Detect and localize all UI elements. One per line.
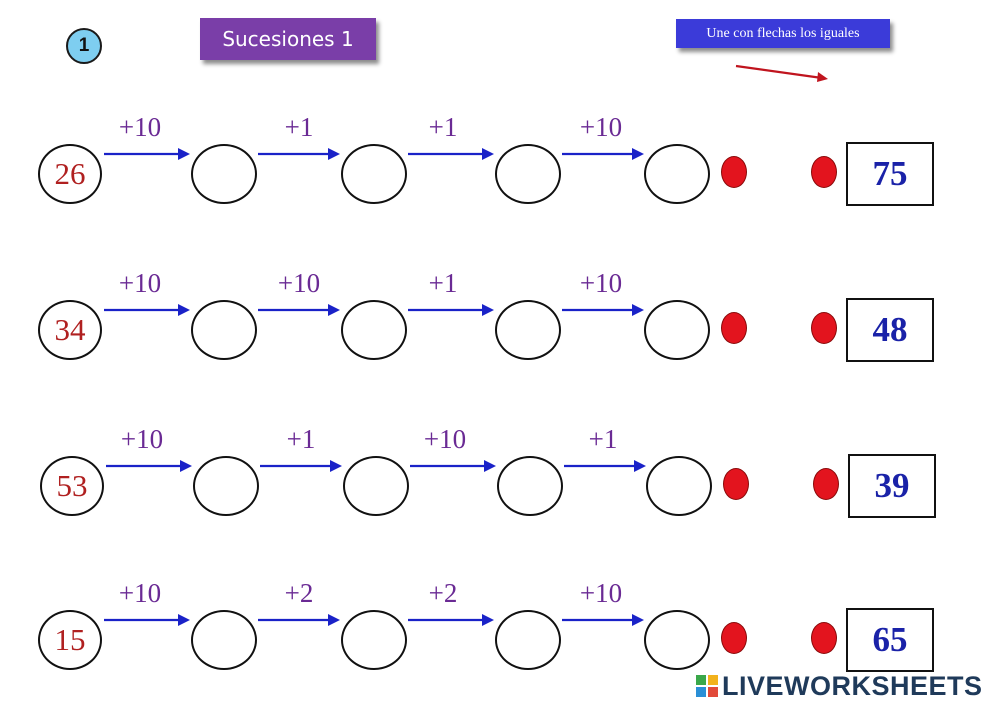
step-label: +10 xyxy=(579,112,623,142)
result-box: 39 xyxy=(848,454,936,518)
step-label: +10 xyxy=(579,268,623,298)
connect-dot-left[interactable] xyxy=(721,312,747,344)
answer-circle-input[interactable] xyxy=(193,456,259,516)
worksheet-title: Sucesiones 1 xyxy=(200,18,376,60)
answer-circle-input[interactable] xyxy=(497,456,563,516)
answer-circle-input[interactable] xyxy=(495,610,561,670)
step-label: +1 xyxy=(588,424,618,454)
sequence-arrows xyxy=(104,614,644,626)
answer-circle-input[interactable] xyxy=(644,300,710,360)
connect-dot-right[interactable] xyxy=(811,312,837,344)
liveworksheets-logo: LIVEWORKSHEETS xyxy=(696,670,983,702)
start-number: 26 xyxy=(38,144,102,204)
step-label: +10 xyxy=(118,578,162,608)
start-number: 15 xyxy=(38,610,102,670)
step-label: +10 xyxy=(118,112,162,142)
answer-circle-input[interactable] xyxy=(341,144,407,204)
sequence-arrows xyxy=(104,304,644,316)
start-number: 34 xyxy=(38,300,102,360)
connect-dot-left[interactable] xyxy=(721,622,747,654)
connect-dot-right[interactable] xyxy=(811,156,837,188)
sequence-arrows xyxy=(104,148,644,160)
step-label: +1 xyxy=(428,268,458,298)
answer-circle-input[interactable] xyxy=(341,610,407,670)
step-label: +2 xyxy=(284,578,314,608)
step-label: +10 xyxy=(423,424,467,454)
step-label: +10 xyxy=(579,578,623,608)
liveworksheets-logo-text: LIVEWORKSHEETS xyxy=(722,670,983,701)
step-label: +1 xyxy=(286,424,316,454)
result-box: 65 xyxy=(846,608,934,672)
connect-dot-right[interactable] xyxy=(811,622,837,654)
sequence-row-3: 53 +10 +1 +10 +1 39 xyxy=(0,424,1000,518)
instruction-banner: Une con flechas los iguales xyxy=(676,19,890,48)
start-number: 53 xyxy=(40,456,104,516)
answer-circle-input[interactable] xyxy=(495,300,561,360)
exercise-number-badge: 1 xyxy=(66,28,102,64)
answer-circle-input[interactable] xyxy=(341,300,407,360)
step-label: +2 xyxy=(428,578,458,608)
connect-dot-left[interactable] xyxy=(721,156,747,188)
connect-dot-right[interactable] xyxy=(813,468,839,500)
answer-circle-input[interactable] xyxy=(191,610,257,670)
answer-circle-input[interactable] xyxy=(644,144,710,204)
sequence-row-1: 26 +10 +1 +1 +10 75 xyxy=(0,112,1000,206)
sequence-row-4: 15 +10 +2 +2 +10 65 xyxy=(0,578,1000,672)
step-label: +10 xyxy=(118,268,162,298)
step-label: +1 xyxy=(428,112,458,142)
step-label: +1 xyxy=(284,112,314,142)
connect-dot-left[interactable] xyxy=(723,468,749,500)
answer-circle-input[interactable] xyxy=(343,456,409,516)
step-label: +10 xyxy=(120,424,164,454)
instruction-arrow-icon xyxy=(735,64,828,82)
answer-circle-input[interactable] xyxy=(495,144,561,204)
step-label: +10 xyxy=(277,268,321,298)
answer-circle-input[interactable] xyxy=(644,610,710,670)
answer-circle-input[interactable] xyxy=(646,456,712,516)
sequence-arrows xyxy=(106,460,646,472)
sequence-row-2: 34 +10 +10 +1 +10 48 xyxy=(0,268,1000,362)
result-box: 75 xyxy=(846,142,934,206)
liveworksheets-logo-icon xyxy=(696,675,718,697)
result-box: 48 xyxy=(846,298,934,362)
answer-circle-input[interactable] xyxy=(191,300,257,360)
answer-circle-input[interactable] xyxy=(191,144,257,204)
